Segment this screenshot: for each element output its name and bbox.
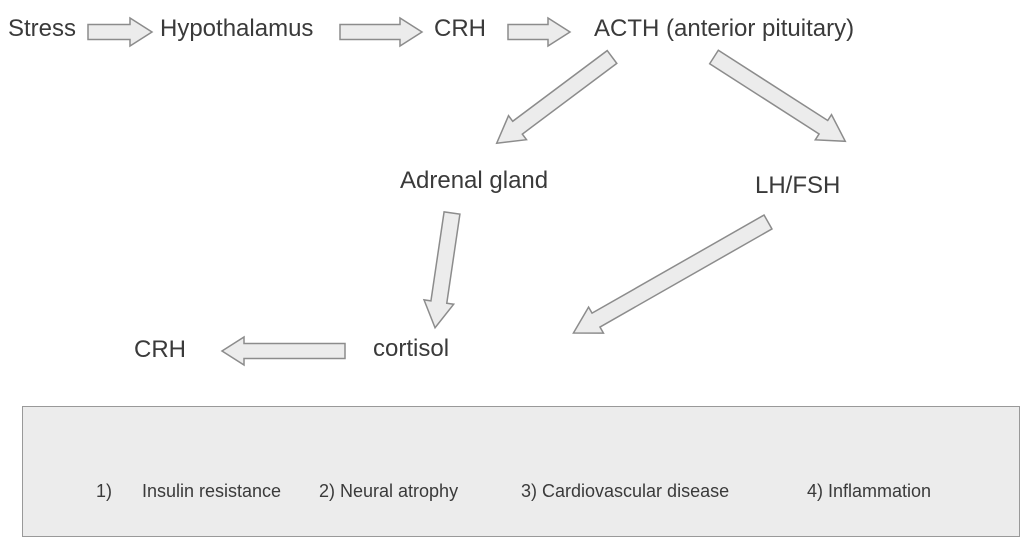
consequence-cardiovascular: 3) Cardiovascular disease <box>521 481 730 501</box>
node-hypothalamus: Hypothalamus <box>160 15 314 42</box>
arrow-acth-to-lh-fsh <box>708 49 847 143</box>
arrow-hypothalamus-to-crh <box>339 16 424 48</box>
node-acth: ACTH (anterior pituitary) <box>594 15 855 42</box>
consequence-insulin-resistance: Insulin resistance <box>142 481 282 501</box>
arrow-stress-to-hypothalamus <box>87 16 154 48</box>
node-lh-fsh: LH/FSH <box>755 172 841 199</box>
arrow-adrenal-gland-to-cortisol <box>422 210 461 330</box>
consequence-inflammation: 4) Inflammation <box>807 481 932 501</box>
node-cortisol: cortisol <box>373 335 450 362</box>
arrow-acth-to-adrenal-gland <box>495 49 618 145</box>
node-crh-feedback: CRH <box>134 336 186 363</box>
consequences-box: 1) Insulin resistance 2) Neural atrophy … <box>22 406 1020 537</box>
consequence-item-number-1: 1) <box>96 481 113 501</box>
arrow-lh-fsh-down-left <box>572 214 773 334</box>
node-adrenal-gland: Adrenal gland <box>400 167 549 194</box>
node-crh-top: CRH <box>434 15 486 42</box>
consequence-neural-atrophy: 2) Neural atrophy <box>319 481 459 501</box>
arrow-cortisol-to-crh-feedback <box>220 335 346 367</box>
node-stress: Stress <box>8 15 77 42</box>
arrow-crh-to-acth <box>507 16 572 48</box>
